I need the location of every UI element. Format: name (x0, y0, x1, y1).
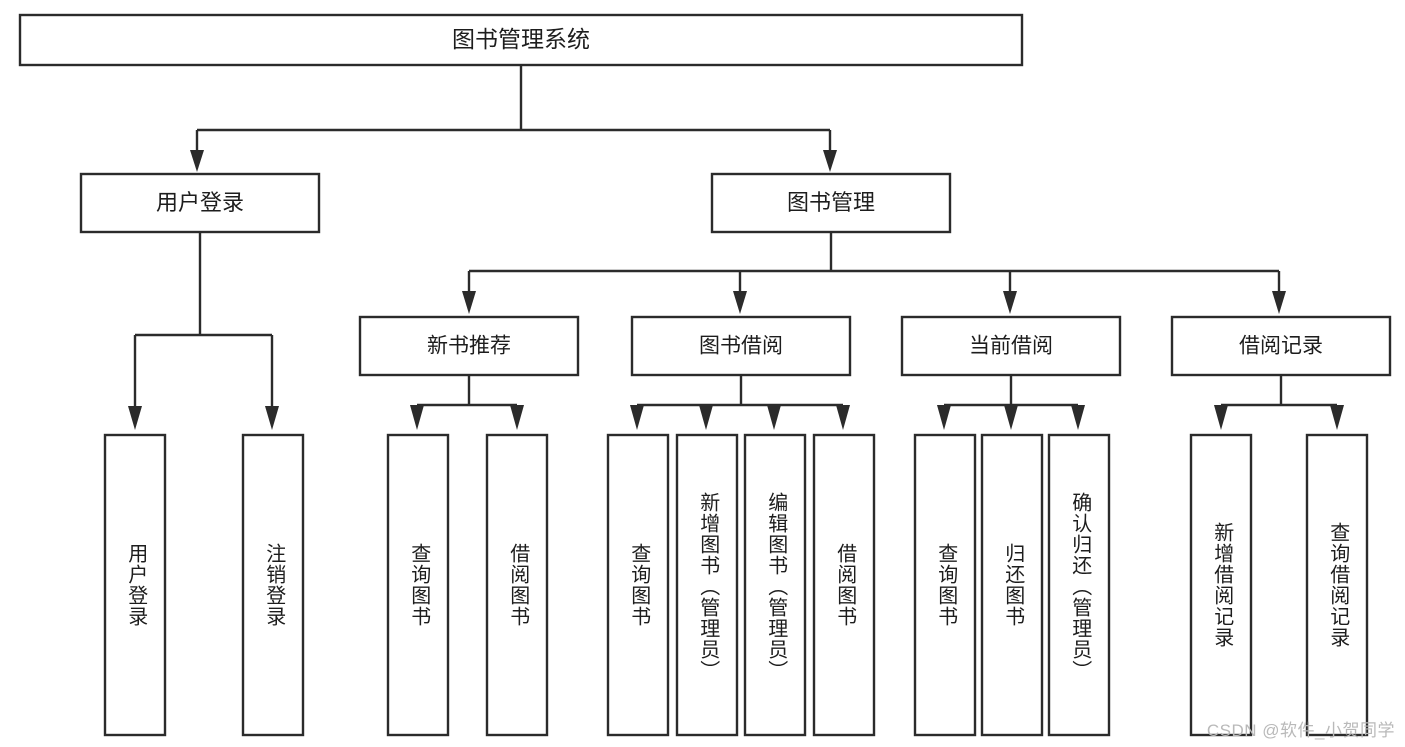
leaf-label: 查询图书 (627, 543, 650, 627)
arrow-to-book-manage (823, 150, 837, 172)
leaf-label: 借阅图书 (833, 543, 856, 627)
connector-new-book-recommend-to-leaves (410, 375, 524, 430)
node-borrow-record[interactable]: 借阅记录 (1170, 315, 1392, 377)
borrow-record-label: 借阅记录 (1239, 335, 1323, 358)
leaf-borrow-record-1[interactable]: 查询借阅记录 (1305, 433, 1369, 737)
leaf-label: 查询图书 (934, 543, 957, 627)
leaf-box[interactable] (606, 433, 670, 737)
root-box[interactable] (18, 13, 1024, 67)
leaf-box[interactable] (812, 433, 876, 737)
arrow-to-user-login-leaf (128, 406, 142, 430)
arrow-to-current-borrow (1003, 291, 1017, 314)
connector-current-borrow-to-leaves (937, 375, 1085, 430)
leaf-box[interactable] (913, 433, 977, 737)
leaf-box[interactable] (386, 433, 450, 737)
leaf-box[interactable] (980, 433, 1044, 737)
node-current-borrow[interactable]: 当前借阅 (900, 315, 1122, 377)
leaf-box[interactable] (485, 433, 549, 737)
current-borrow-label: 当前借阅 (969, 335, 1053, 358)
leaf-new-book-recommend-1[interactable]: 借阅图书 (485, 433, 549, 737)
connector-root-to-level1 (190, 65, 837, 172)
leaf-book-borrow-0[interactable]: 查询图书 (606, 433, 670, 737)
leaf-user-login-1[interactable]: 注销登录 (241, 433, 305, 737)
leaf-label: 新增图书（管理员） (696, 491, 719, 681)
arrow-to-user-login (190, 150, 204, 172)
arrow-to-book-borrow (733, 291, 747, 314)
leaf-label: 新增借阅记录 (1210, 522, 1233, 648)
node-user-login[interactable]: 用户登录 (79, 172, 321, 234)
leaf-label: 借阅图书 (506, 543, 529, 627)
leaf-label: 编辑图书（管理员） (764, 491, 787, 681)
new-book-recommend-box[interactable] (358, 315, 580, 377)
connector-borrow-record-to-leaves (1214, 375, 1344, 430)
book-manage-label: 图书管理 (787, 190, 875, 215)
arrow-to-borrow-record (1272, 291, 1286, 314)
leaf-book-borrow-2[interactable]: 编辑图书（管理员） (743, 433, 807, 737)
leaf-label: 查询图书 (407, 543, 430, 627)
leaf-box[interactable] (241, 433, 305, 737)
leaf-current-borrow-1[interactable]: 归还图书 (980, 433, 1044, 737)
connector-user-login-to-leaves (128, 232, 279, 430)
leaf-box[interactable] (1047, 433, 1111, 737)
node-book-manage[interactable]: 图书管理 (710, 172, 952, 234)
leaf-label: 注销登录 (262, 543, 285, 627)
connector-book-manage-to-level2 (462, 232, 1286, 314)
new-book-recommend-label: 新书推荐 (427, 335, 511, 358)
leaf-label: 确认归还（管理员） (1068, 491, 1091, 681)
user-login-box[interactable] (79, 172, 321, 234)
node-book-borrow[interactable]: 图书借阅 (630, 315, 852, 377)
root-label: 图书管理系统 (452, 26, 590, 52)
leaf-box[interactable] (675, 433, 739, 737)
arrow-to-logout-leaf (265, 406, 279, 430)
leaf-label: 归还图书 (1001, 543, 1024, 627)
leaf-book-borrow-3[interactable]: 借阅图书 (812, 433, 876, 737)
leaf-box[interactable] (743, 433, 807, 737)
arrow-to-new-book-recommend (462, 291, 476, 314)
leaf-box[interactable] (1305, 433, 1369, 737)
leaf-borrow-record-0[interactable]: 新增借阅记录 (1189, 433, 1253, 737)
current-borrow-box[interactable] (900, 315, 1122, 377)
leaf-user-login-0[interactable]: 用户登录 (103, 433, 167, 737)
leaf-new-book-recommend-0[interactable]: 查询图书 (386, 433, 450, 737)
leaf-current-borrow-0[interactable]: 查询图书 (913, 433, 977, 737)
node-root[interactable]: 图书管理系统 (18, 13, 1024, 67)
node-new-book-recommend[interactable]: 新书推荐 (358, 315, 580, 377)
leaf-label: 用户登录 (124, 543, 147, 627)
leaf-label: 查询借阅记录 (1326, 522, 1349, 648)
book-borrow-label: 图书借阅 (699, 335, 783, 358)
connector-book-borrow-to-leaves (630, 375, 850, 430)
leaf-current-borrow-2[interactable]: 确认归还（管理员） (1047, 433, 1111, 737)
leaf-book-borrow-1[interactable]: 新增图书（管理员） (675, 433, 739, 737)
leaf-box[interactable] (1189, 433, 1253, 737)
user-login-label: 用户登录 (156, 190, 244, 215)
leaf-box[interactable] (103, 433, 167, 737)
